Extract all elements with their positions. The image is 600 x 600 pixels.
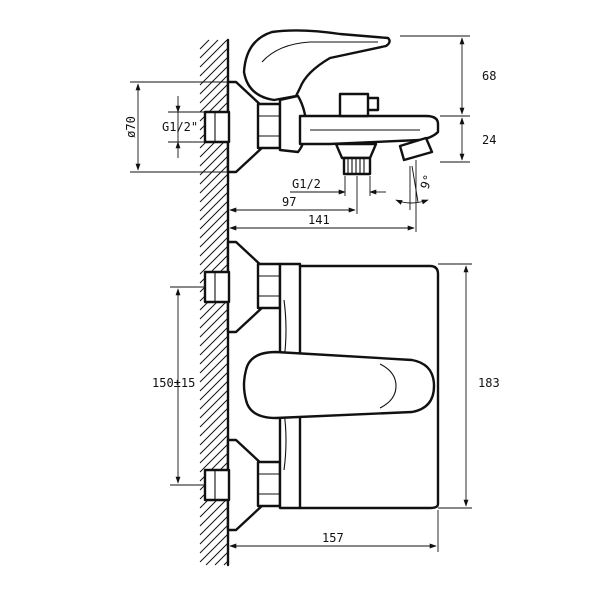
- wall-hatch-line: [199, 47, 229, 77]
- wall-hatch-line: [199, 209, 229, 239]
- dim-spout-height: 24: [482, 133, 496, 147]
- wall-hatch-line: [199, 200, 229, 230]
- wall-hatch-line: [199, 299, 229, 329]
- spout-outline: [298, 264, 440, 510]
- dim-inlet-thread: G1/2": [162, 120, 198, 134]
- wall-hatch-line: [199, 236, 229, 266]
- dim-front-depth: 157: [322, 531, 344, 545]
- dim-top-height: 68: [482, 69, 496, 83]
- wall-hatch-line: [199, 39, 210, 50]
- wall-hatch-line: [199, 146, 229, 176]
- upper-hex-nut: [256, 262, 282, 310]
- diverter-knob: [338, 92, 370, 118]
- plan-lever-handle: [242, 350, 436, 420]
- dim-outlet-depth: 97: [282, 195, 296, 209]
- wall-hatch-line: [199, 245, 229, 275]
- wall-hatch-line: [199, 362, 229, 392]
- wall-hatch-line: [199, 83, 229, 113]
- wall-hatch-line: [199, 39, 219, 59]
- wall-hatch-line: [199, 218, 229, 248]
- wall-hatch-line: [199, 191, 229, 221]
- hex-nut: [256, 102, 282, 150]
- wall-hatch-line: [199, 389, 229, 419]
- wall-hatch-line: [199, 155, 229, 185]
- lever-handle: [242, 29, 391, 102]
- wall-hatch-line: [199, 434, 229, 464]
- side-elevation-view: [203, 29, 440, 176]
- upper-inlet-thread: [203, 270, 231, 304]
- lower-inlet-thread: [203, 468, 231, 502]
- dim-spout-angle: 9°: [418, 173, 436, 191]
- wall-hatch-line: [214, 551, 229, 566]
- wall-hatch-line: [199, 326, 229, 356]
- shower-outlet-cap: [334, 142, 378, 160]
- wall-hatch-line: [199, 515, 229, 545]
- wall-hatch-line: [199, 506, 229, 536]
- dim-body-height: 183: [478, 376, 500, 390]
- wall-hatch-line: [199, 335, 229, 365]
- wall-hatch-line: [205, 542, 229, 566]
- wall-hatch-line: [199, 173, 229, 203]
- inlet-thread: [203, 110, 231, 144]
- wall-hatch-line: [199, 308, 229, 338]
- dimension-annotations: ø70 G1/2" 68 24 G1/2 9° 97: [124, 35, 500, 552]
- spout-aerator: [398, 136, 434, 162]
- wall-hatch-line: [199, 39, 228, 68]
- wall-hatch-line: [199, 74, 229, 104]
- wall-hatch-line: [199, 182, 229, 212]
- wall-hatch-line: [199, 524, 229, 554]
- dim-spout-depth: 141: [308, 213, 330, 227]
- wall-hatch-line: [199, 56, 229, 86]
- wall-hatch-line: [199, 227, 229, 257]
- wall-hatch-line: [199, 425, 229, 455]
- wall-hatch-line: [199, 416, 229, 446]
- dim-inlet-spacing: 150±15: [152, 376, 195, 390]
- wall-hatch-line: [199, 371, 229, 401]
- wall-hatch-line: [199, 353, 229, 383]
- wall-hatch-line: [199, 443, 229, 473]
- lower-hex-nut: [256, 460, 282, 508]
- wall-hatch-line: [199, 407, 229, 437]
- wall-hatch-line: [199, 380, 229, 410]
- wall-hatch-line: [199, 65, 229, 95]
- wall-hatch-line: [199, 344, 229, 374]
- dim-flange-diameter: ø70: [124, 116, 138, 138]
- wall-hatch-line: [199, 497, 229, 527]
- wall-hatch-line: [199, 533, 229, 563]
- plan-view: [203, 240, 440, 532]
- wall-hatch-line: [199, 317, 229, 347]
- dim-outlet-thread: G1/2: [292, 177, 321, 191]
- wall-hatch-line: [199, 398, 229, 428]
- wall-hatch-line: [199, 164, 229, 194]
